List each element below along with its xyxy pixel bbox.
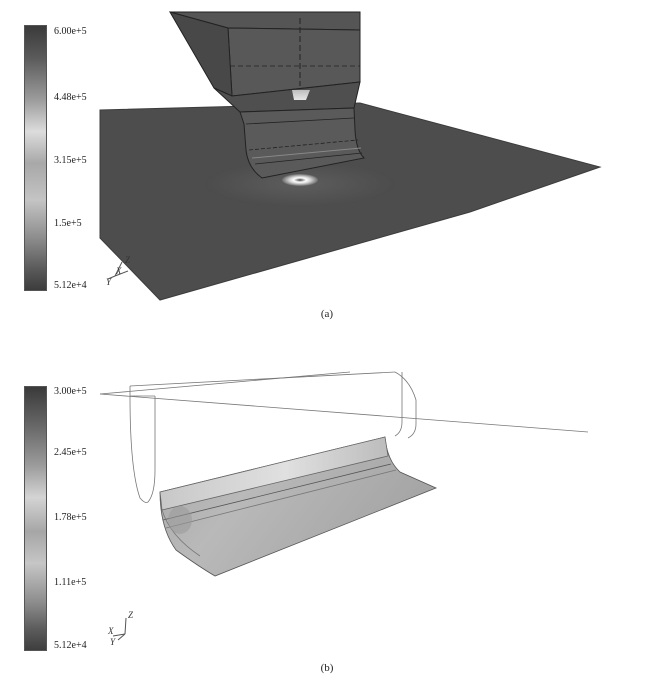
caption-a: (a) [320,308,334,320]
axis-y-label-a: Y [106,277,112,287]
axis-z-label-b: Z [128,610,134,620]
colorbar-a [24,25,47,291]
colorbar-b-tick-4: 1.11e+5 [54,577,87,588]
caption-b: (b) [320,662,334,674]
panel-b: 3.00e+5 2.45e+5 1.78e+5 1.11e+5 5.12e+4 [0,360,654,693]
colorbar-b-tick-5: 5.12e+4 [54,640,87,651]
colorbar-a-tick-1: 6.00e+5 [54,26,87,37]
panel-a: 6.00e+5 4.48e+5 3.15e+5 1.5e+5 5.12e+4 [0,0,654,330]
colorbar-a-tick-3: 3.15e+5 [54,155,87,166]
skirt-shadow-spot [168,506,192,534]
viewport-b [99,371,589,641]
axis-triad-b [112,617,127,641]
triad-labels-b: Z X Y [107,610,134,647]
skirt-upper-band [159,436,389,511]
triad-labels-a: Z X Y [106,255,131,287]
colorbar-a-tick-2: 4.48e+5 [54,92,87,103]
rim-block [213,81,361,113]
colorbar-a-tick-5: 5.12e+4 [54,280,87,291]
colorbar-a-tick-4: 1.5e+5 [54,218,82,229]
viewport-a [99,11,602,301]
axis-y-label-b: Y [110,637,116,647]
colorbar-b-tick-1: 3.00e+5 [54,386,87,397]
footprint-hot-spot [282,174,318,186]
colorbar-b-tick-2: 2.45e+5 [54,447,87,458]
wireframe-outline [99,371,589,503]
axis-z-label-a: Z [125,255,131,265]
colorbar-b-tick-3: 1.78e+5 [54,512,87,523]
skirt-surface [159,436,438,577]
axis-x-label-a: X [115,266,122,276]
tool-skirt [239,107,366,179]
colorbar-b [24,386,47,651]
axis-x-label-b: X [107,626,114,636]
axis-triad-a [107,261,129,280]
rim-hot-spot [292,90,310,100]
